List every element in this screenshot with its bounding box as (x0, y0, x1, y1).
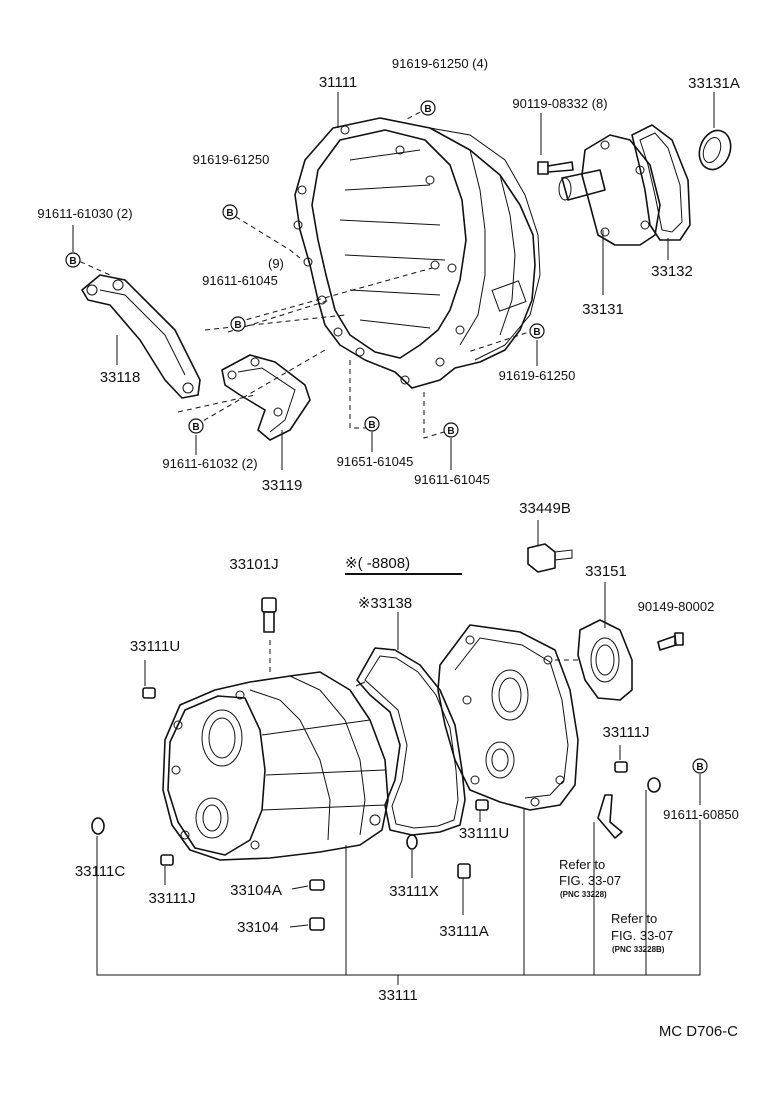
label-31111-top: 31111 (319, 74, 357, 91)
refer2-line2: FIG. 33-07 (611, 928, 673, 943)
label-33119: 33119 (262, 477, 303, 494)
label-33449B: 33449B (519, 500, 571, 517)
refer1-line1: Refer to (559, 857, 605, 872)
pin-33111U-a (142, 687, 156, 699)
label-90149-80002: 90149-80002 (638, 599, 715, 614)
label-91619-61250-a: 91619-61250 (193, 152, 270, 167)
label-33111-bottom: 33111 (378, 987, 418, 1004)
part-33132-gasket (631, 124, 691, 241)
plug-33111X (406, 834, 418, 850)
label-33131A: 33131A (688, 75, 740, 92)
bolt-mark-b-6: B (188, 418, 204, 434)
part-90149-bolt (657, 632, 684, 651)
label-33111J-b: 33111J (149, 890, 196, 907)
label-91611-60850: 91611-60850 (663, 807, 739, 822)
svg-text:B: B (69, 256, 76, 267)
label-33111U-b: 33111U (459, 825, 509, 842)
plug-33111C (91, 817, 105, 835)
diagram-code: MC D706-C (659, 1023, 738, 1040)
part-33119-bracket (221, 354, 311, 441)
bolt-mark-b-9: B (692, 758, 708, 774)
refer1-line3: (PNC 33228) (560, 890, 607, 899)
label-91619-61250-4: 91619-61250 (4) (392, 56, 488, 71)
label-33104: 33104 (237, 919, 279, 936)
part-90119-bolt (537, 161, 574, 175)
note-range: ※( -8808) (345, 555, 410, 572)
label-33101J: 33101J (229, 556, 278, 573)
part-33138-gasket (356, 647, 466, 836)
bolt-mark-b-7: B (364, 416, 380, 432)
plug-33104 (309, 917, 325, 931)
label-91611-61032-2: 91611-61032 (2) (162, 456, 257, 471)
label-33111U-a: 33111U (130, 638, 180, 655)
plug-33111A (457, 863, 471, 879)
pin-33111U-b (475, 799, 489, 811)
label-33132: 33132 (651, 263, 693, 280)
pin-right (647, 777, 661, 793)
label-90119-08332-8: 90119-08332 (8) (512, 96, 607, 111)
label-91619-61250-b: 91619-61250 (499, 368, 576, 383)
label-33138: ※33138 (358, 595, 412, 612)
refer2-line1: Refer to (611, 911, 657, 926)
label-91651-61045: 91651-61045 (337, 454, 414, 469)
svg-text:B: B (368, 420, 375, 431)
part-33111-transmission-case (162, 671, 389, 861)
lever-part (597, 794, 623, 839)
pin-33111J-b (160, 854, 174, 866)
part-33131A-oil-seal (698, 129, 732, 171)
svg-text:B: B (226, 208, 233, 219)
refer1-line2: FIG. 33-07 (559, 873, 621, 888)
bolt-mark-b-5: B (529, 323, 545, 339)
svg-text:B: B (696, 762, 703, 773)
svg-text:B: B (192, 422, 199, 433)
bolt-mark-b-8: B (443, 422, 459, 438)
svg-text:B: B (424, 104, 431, 115)
part-33131-extension-cover (558, 134, 661, 246)
label-33111C: 33111C (75, 863, 125, 880)
label-33111J-a: 33111J (603, 724, 650, 741)
label-33131: 33131 (582, 301, 624, 318)
part-33151-retainer (577, 619, 633, 701)
plug-33104A (309, 879, 325, 891)
svg-text:B: B (447, 426, 454, 437)
part-33118-bracket (81, 274, 201, 399)
bolt-mark-b-3: B (65, 252, 81, 268)
label-91611-61045-a: 91611-61045 (202, 273, 278, 288)
refer2-line3: (PNC 33228B) (612, 945, 665, 954)
small-parts (91, 687, 661, 931)
bolt-mark-b-1: B (420, 100, 436, 116)
label-91611-61045-b: 91611-61045 (414, 472, 490, 487)
svg-text:B: B (533, 327, 540, 338)
pin-33111J-a (614, 761, 628, 773)
part-33111-adapter-plate (437, 624, 579, 811)
label-33118: 33118 (100, 369, 141, 386)
label-33111X: 33111X (389, 883, 439, 900)
label-9: (9) (268, 256, 284, 271)
svg-text:B: B (234, 320, 241, 331)
part-33101J-breather (261, 597, 277, 633)
label-91611-61030-2: 91611-61030 (2) (37, 206, 132, 221)
bolt-mark-b-4: B (230, 316, 246, 332)
label-33151: 33151 (585, 563, 627, 580)
part-33449B-switch (527, 543, 573, 573)
bolt-mark-b-2: B (222, 204, 238, 220)
label-33111A: 33111A (439, 923, 489, 940)
label-33104A: 33104A (230, 882, 282, 899)
part-31111-clutch-housing (293, 117, 541, 389)
